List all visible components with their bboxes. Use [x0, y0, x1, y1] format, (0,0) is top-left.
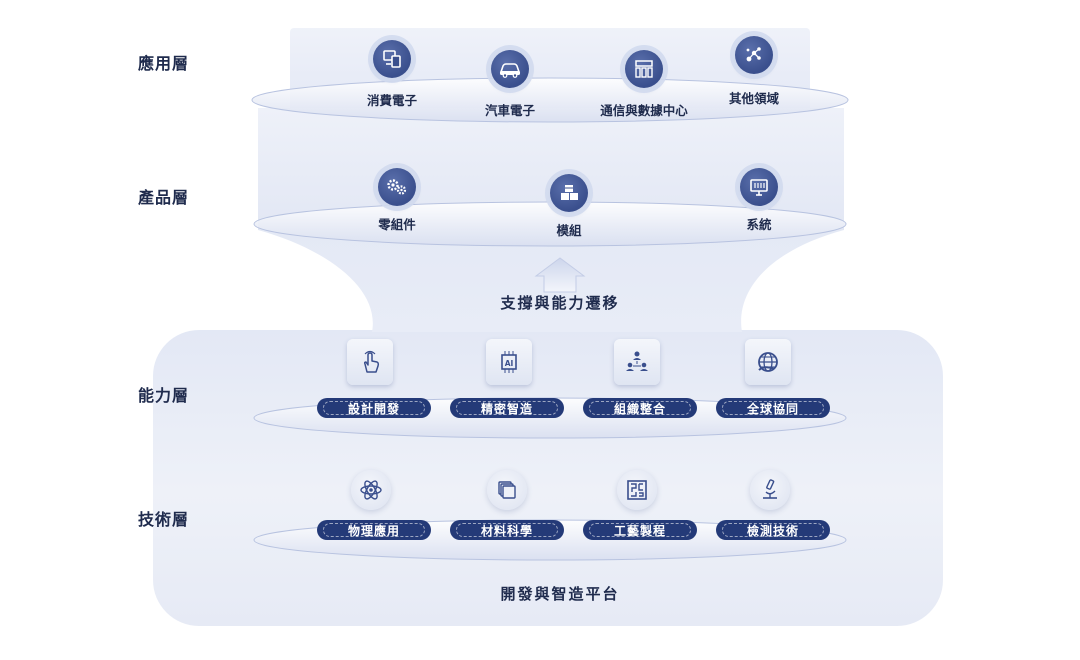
capability-tag-manufacturing: 精密智造 — [450, 398, 564, 418]
svg-text:AI: AI — [505, 359, 514, 368]
application-item-other — [735, 36, 773, 74]
technology-tag-physics: 物理應用 — [317, 520, 431, 540]
capability-item-manufacturing: AI — [486, 339, 532, 385]
technology-item-materials — [487, 470, 527, 510]
technology-item-physics — [351, 470, 391, 510]
monitor-icon — [740, 168, 778, 206]
product-item-modules — [550, 174, 588, 212]
product-label-modules: 模組 — [556, 223, 582, 238]
car-icon — [491, 50, 529, 88]
globe-icon — [745, 339, 791, 385]
application-item-consumer — [373, 40, 411, 78]
application-label-other: 其他領域 — [728, 91, 779, 106]
circuit-maze-icon — [617, 470, 657, 510]
technology-label-materials: 材料科學 — [450, 520, 564, 540]
layer-label-technology: 技術層 — [138, 510, 190, 529]
capability-item-organization — [614, 339, 660, 385]
devices-icon — [373, 40, 411, 78]
application-item-datacenter — [625, 50, 663, 88]
capability-label-organization: 組織整合 — [583, 398, 697, 418]
org-chart-icon — [614, 339, 660, 385]
application-label-automotive: 汽車電子 — [484, 103, 535, 118]
product-item-components — [378, 168, 416, 206]
touch-hand-icon — [347, 339, 393, 385]
atom-icon — [351, 470, 391, 510]
ai-chip-icon: AI — [486, 339, 532, 385]
application-label-datacenter: 通信與數據中心 — [600, 103, 688, 118]
capability-tag-global: 全球協同 — [716, 398, 830, 418]
product-ring — [253, 201, 847, 247]
transfer-arrow — [534, 257, 586, 293]
product-label-systems: 系統 — [746, 217, 772, 232]
cubes-icon — [550, 174, 588, 212]
technology-tag-materials: 材料科學 — [450, 520, 564, 540]
technology-label-process: 工藝製程 — [583, 520, 697, 540]
technology-item-process — [617, 470, 657, 510]
layer-label-product: 產品層 — [138, 188, 190, 207]
network-nodes-icon — [735, 36, 773, 74]
microscope-icon — [750, 470, 790, 510]
application-ring — [251, 77, 849, 123]
capability-label-global: 全球協同 — [716, 398, 830, 418]
transfer-label: 支撐與能力遷移 — [500, 294, 620, 312]
layers-icon — [487, 470, 527, 510]
technology-tag-process: 工藝製程 — [583, 520, 697, 540]
application-item-automotive — [491, 50, 529, 88]
application-label-consumer: 消費電子 — [366, 93, 417, 108]
server-icon — [625, 50, 663, 88]
layer-label-application: 應用層 — [138, 54, 190, 73]
layer-label-capability: 能力層 — [138, 386, 190, 405]
capability-label-manufacturing: 精密智造 — [450, 398, 564, 418]
technology-label-physics: 物理應用 — [317, 520, 431, 540]
gears-icon — [378, 168, 416, 206]
capability-tag-organization: 組織整合 — [583, 398, 697, 418]
product-label-components: 零組件 — [378, 217, 416, 232]
product-item-systems — [740, 168, 778, 206]
capability-item-design — [347, 339, 393, 385]
capability-label-design: 設計開發 — [317, 398, 431, 418]
technology-label-testing: 檢測技術 — [716, 520, 830, 540]
technology-tag-testing: 檢測技術 — [716, 520, 830, 540]
technology-item-testing — [750, 470, 790, 510]
capability-item-global — [745, 339, 791, 385]
development-platform-background — [153, 330, 943, 626]
capability-tag-design: 設計開發 — [317, 398, 431, 418]
platform-label: 開發與智造平台 — [500, 585, 620, 603]
